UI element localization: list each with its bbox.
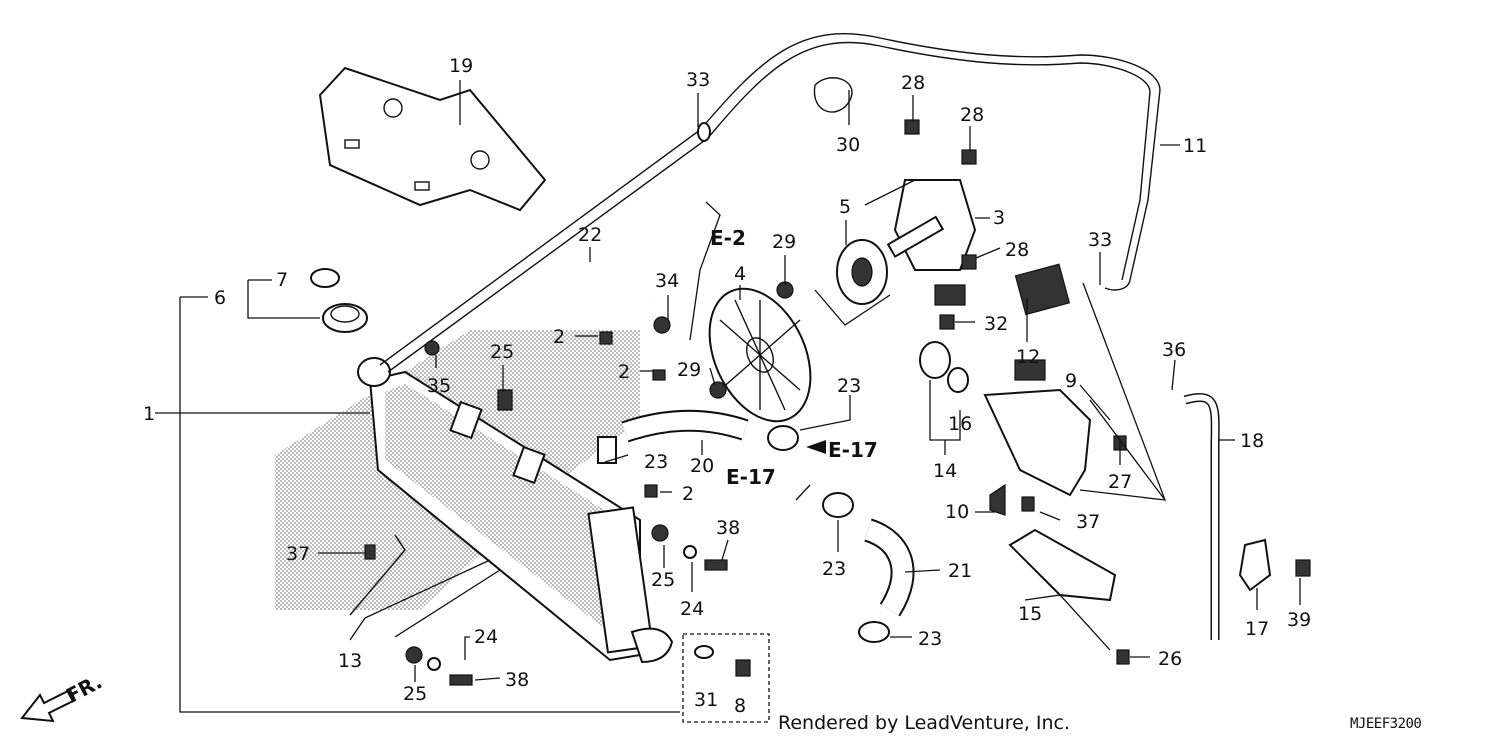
callout-29: 29	[772, 231, 796, 253]
callout-34: 34	[655, 270, 679, 292]
callout-11: 11	[1183, 135, 1207, 157]
callout-37: 37	[286, 543, 310, 565]
callout-2: 2	[553, 326, 565, 348]
callout-28: 28	[901, 72, 925, 94]
callout-5: 5	[839, 196, 851, 218]
render-credit: Rendered by LeadVenture, Inc.	[778, 712, 1071, 734]
water-hose-upper	[622, 411, 748, 441]
callout-12: 12	[1016, 346, 1040, 368]
callout-36: 36	[1162, 339, 1186, 361]
callout-18: 18	[1240, 430, 1264, 452]
water-hose-lower	[864, 520, 913, 616]
callout-24: 24	[474, 626, 498, 648]
callout-20: 20	[690, 455, 714, 477]
callout-15: 15	[1018, 603, 1042, 625]
callout-24: 24	[680, 598, 704, 620]
callout-33: 33	[1088, 229, 1112, 251]
reference-e2: E-2	[710, 226, 746, 250]
fasteners	[364, 77, 1311, 686]
callout-29: 29	[677, 359, 701, 381]
stay	[1238, 538, 1272, 592]
callout-17: 17	[1245, 618, 1269, 640]
callout-13: 13	[338, 650, 362, 672]
callout-32: 32	[984, 313, 1008, 335]
callout-25: 25	[403, 683, 427, 705]
callout-30: 30	[836, 134, 860, 156]
reference-e17: E-17	[726, 465, 776, 489]
front-direction-arrow: FR.	[20, 669, 106, 723]
callout-10: 10	[945, 501, 969, 523]
reservoir-guard	[1008, 528, 1117, 602]
callout-2: 2	[682, 483, 694, 505]
callout-28: 28	[960, 104, 984, 126]
cooling-fan	[708, 287, 812, 423]
radiator	[368, 370, 674, 664]
callout-38: 38	[716, 517, 740, 539]
callout-23: 23	[837, 375, 861, 397]
callout-6: 6	[214, 287, 226, 309]
callout-28: 28	[1005, 239, 1029, 261]
siphon-hose	[1184, 394, 1219, 640]
overflow-hose	[379, 33, 1161, 373]
callout-14: 14	[933, 460, 957, 482]
shroud-plate	[318, 66, 547, 212]
callout-4: 4	[734, 263, 746, 285]
leader-lines	[155, 80, 1301, 723]
hose-clamp	[597, 425, 890, 643]
callout-21: 21	[948, 560, 972, 582]
callout-8: 8	[734, 695, 746, 717]
callout-23: 23	[822, 558, 846, 580]
callout-26: 26	[1158, 648, 1182, 670]
callout-19: 19	[449, 55, 473, 77]
callout-39: 39	[1287, 609, 1311, 631]
thermostat-housing	[919, 263, 1092, 497]
callout-22: 22	[578, 224, 602, 246]
callout-27: 27	[1108, 471, 1132, 493]
radiator-bracket	[349, 534, 406, 616]
radiator-cap	[310, 268, 391, 387]
section-references: E-2 E-17 E-17	[710, 226, 878, 489]
callout-31: 31	[694, 689, 718, 711]
diagram-code: MJEEF3200	[1350, 716, 1422, 732]
callout-labels: 1 2 2 2 3 4 5 6 7 8 9 10 11 12 13 14 15 …	[143, 55, 1311, 717]
callout-7: 7	[276, 269, 288, 291]
callout-33: 33	[686, 69, 710, 91]
callout-16: 16	[948, 413, 972, 435]
callout-37: 37	[1076, 511, 1100, 533]
callout-25: 25	[490, 341, 514, 363]
callout-9: 9	[1065, 370, 1077, 392]
fan-motor	[836, 179, 977, 306]
callout-2: 2	[618, 361, 630, 383]
callout-23: 23	[918, 628, 942, 650]
callout-23: 23	[644, 451, 668, 473]
callout-35: 35	[427, 375, 451, 397]
reference-e17: E-17	[828, 438, 878, 462]
callout-3: 3	[993, 207, 1005, 229]
callout-25: 25	[651, 569, 675, 591]
callout-38: 38	[505, 669, 529, 691]
callout-1: 1	[143, 403, 155, 425]
